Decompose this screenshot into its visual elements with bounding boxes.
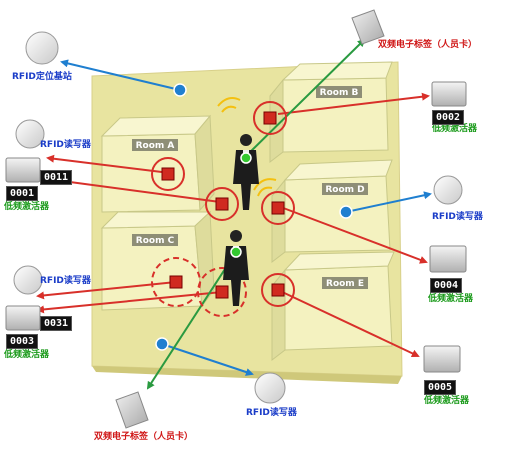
label-activator-4: 低频激活器 (428, 294, 474, 304)
code-0001: 0001 (6, 186, 39, 201)
code-0003: 0003 (6, 334, 39, 349)
label-base-station: RFID定位基站 (12, 72, 72, 82)
label-reader-bottom: RFID读写器 (246, 408, 297, 418)
reader-endpoints (155, 83, 353, 351)
label-activator-3: 低频激活器 (4, 350, 50, 360)
code-0005: 0005 (424, 380, 457, 395)
label-reader-left-bottom: RFID读写器 (40, 276, 91, 286)
code-0004: 0004 (430, 278, 463, 293)
reader-icon (13, 31, 463, 404)
label-reader-left-top: RFID读写器 (40, 140, 91, 150)
label-activator-5: 低频激活器 (424, 396, 470, 406)
room-d: Room D (271, 159, 393, 264)
room-e-label: Room E (326, 279, 364, 289)
person-icon (233, 134, 259, 210)
room-d-label: Room D (325, 185, 364, 195)
room-c: Room C (100, 210, 215, 311)
tag-card-icon (115, 9, 385, 429)
label-tag-bottom: 双频电子标签（人员卡） (94, 432, 194, 442)
room-a: Room A (100, 114, 215, 213)
room-a-label: Room A (136, 141, 175, 151)
activator-icon (5, 81, 467, 373)
room-c-label: Room C (136, 236, 175, 246)
label-activator-1: 低频激活器 (4, 202, 50, 212)
reader-arrows (60, 59, 432, 376)
label-tag-top: 双频电子标签（人员卡） (378, 40, 478, 50)
room-b-label: Room B (320, 88, 359, 98)
person-icon (223, 230, 249, 306)
code-0031: 0031 (40, 316, 73, 331)
label-activator-2: 低频激活器 (432, 124, 478, 134)
code-0002: 0002 (432, 110, 465, 125)
tag-arrows (146, 38, 366, 390)
detection-zones (151, 101, 295, 317)
room-e: Room E (271, 251, 395, 362)
label-reader-right-mid: RFID读写器 (432, 212, 483, 222)
code-0011: 0011 (40, 170, 73, 185)
signal-waves-icon (217, 97, 277, 197)
